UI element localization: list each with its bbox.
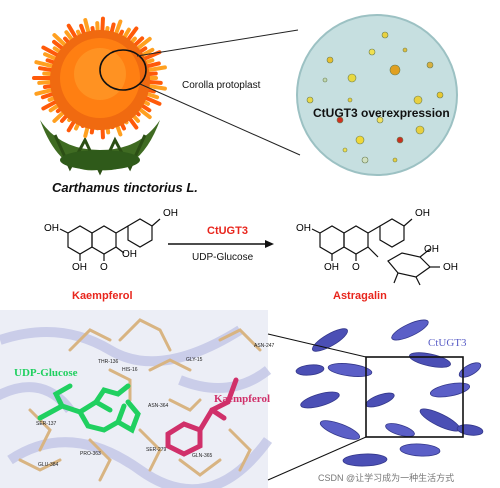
astragalin-structure xyxy=(311,218,440,286)
residue-label: HIS-16 xyxy=(122,367,138,373)
protoplast-microscopy-image xyxy=(296,14,458,176)
product-name: Astragalin xyxy=(333,290,387,302)
species-label: Carthamus tinctorius L. xyxy=(52,180,198,195)
zoom-line-bottom xyxy=(267,436,367,481)
reaction-scheme xyxy=(59,218,440,286)
residue-label: ASN-364 xyxy=(148,403,169,409)
atom-label-oh: OH xyxy=(324,262,339,273)
atom-label-oh: OH xyxy=(122,249,137,260)
corolla-protoplast-label: Corolla protoplast xyxy=(182,80,261,91)
residue-label: GLN-365 xyxy=(192,453,213,459)
residue-label: THR-136 xyxy=(98,359,119,365)
reaction-arrowhead xyxy=(265,240,274,248)
corolla-highlight-circle xyxy=(99,49,147,91)
atom-label-oh: OH xyxy=(443,262,458,273)
atom-label-oh: OH xyxy=(44,223,59,234)
atom-label-oh: OH xyxy=(72,262,87,273)
udp-glucose-ligand xyxy=(37,383,141,434)
bottom-panel-graphics xyxy=(0,310,484,488)
kaempferol-docking-label: Kaempferol xyxy=(214,393,271,405)
binding-site-box xyxy=(365,356,464,438)
protein-ribbons-background xyxy=(0,325,273,488)
atom-label-o: O xyxy=(352,262,360,273)
cosubstrate-label: UDP-Glucose xyxy=(192,252,254,263)
residue-label: PRO-363 xyxy=(80,451,101,457)
species-name: Carthamus tinctorius L. xyxy=(52,180,198,195)
atom-label-o: O xyxy=(100,262,108,273)
connector-line-bottom xyxy=(139,83,301,156)
residue-label: SER-279 xyxy=(146,447,167,453)
zoom-line-top xyxy=(267,333,367,358)
safflower-flower-image xyxy=(32,16,167,176)
kaempferol-structure xyxy=(59,218,161,261)
connector-line-top xyxy=(136,29,299,57)
atom-label-oh: OH xyxy=(415,208,430,219)
residue-label: GLU-384 xyxy=(38,462,59,468)
atom-label-oh: OH xyxy=(296,223,311,234)
udp-glucose-label: UDP-Glucose xyxy=(14,367,78,379)
kaempferol-ligand xyxy=(165,377,239,457)
residue-sticks xyxy=(18,318,262,482)
overexpression-label: CtUGT3 overexpression xyxy=(313,106,450,120)
top-panel-graphics xyxy=(32,14,458,176)
ctugt3-protein-structure xyxy=(295,319,484,467)
enzyme-label: CtUGT3 xyxy=(207,225,248,237)
residue-label: GLY-15 xyxy=(186,357,203,363)
residue-label: SER-137 xyxy=(36,421,57,427)
atom-label-oh: OH xyxy=(424,244,439,255)
protein-label: CtUGT3 xyxy=(428,337,467,349)
watermark: CSDN @让学习成为一种生活方式 xyxy=(318,473,455,483)
residue-label: ASN-247 xyxy=(254,343,275,349)
atom-label-oh: OH xyxy=(163,208,178,219)
substrate-name: Kaempferol xyxy=(72,290,133,302)
